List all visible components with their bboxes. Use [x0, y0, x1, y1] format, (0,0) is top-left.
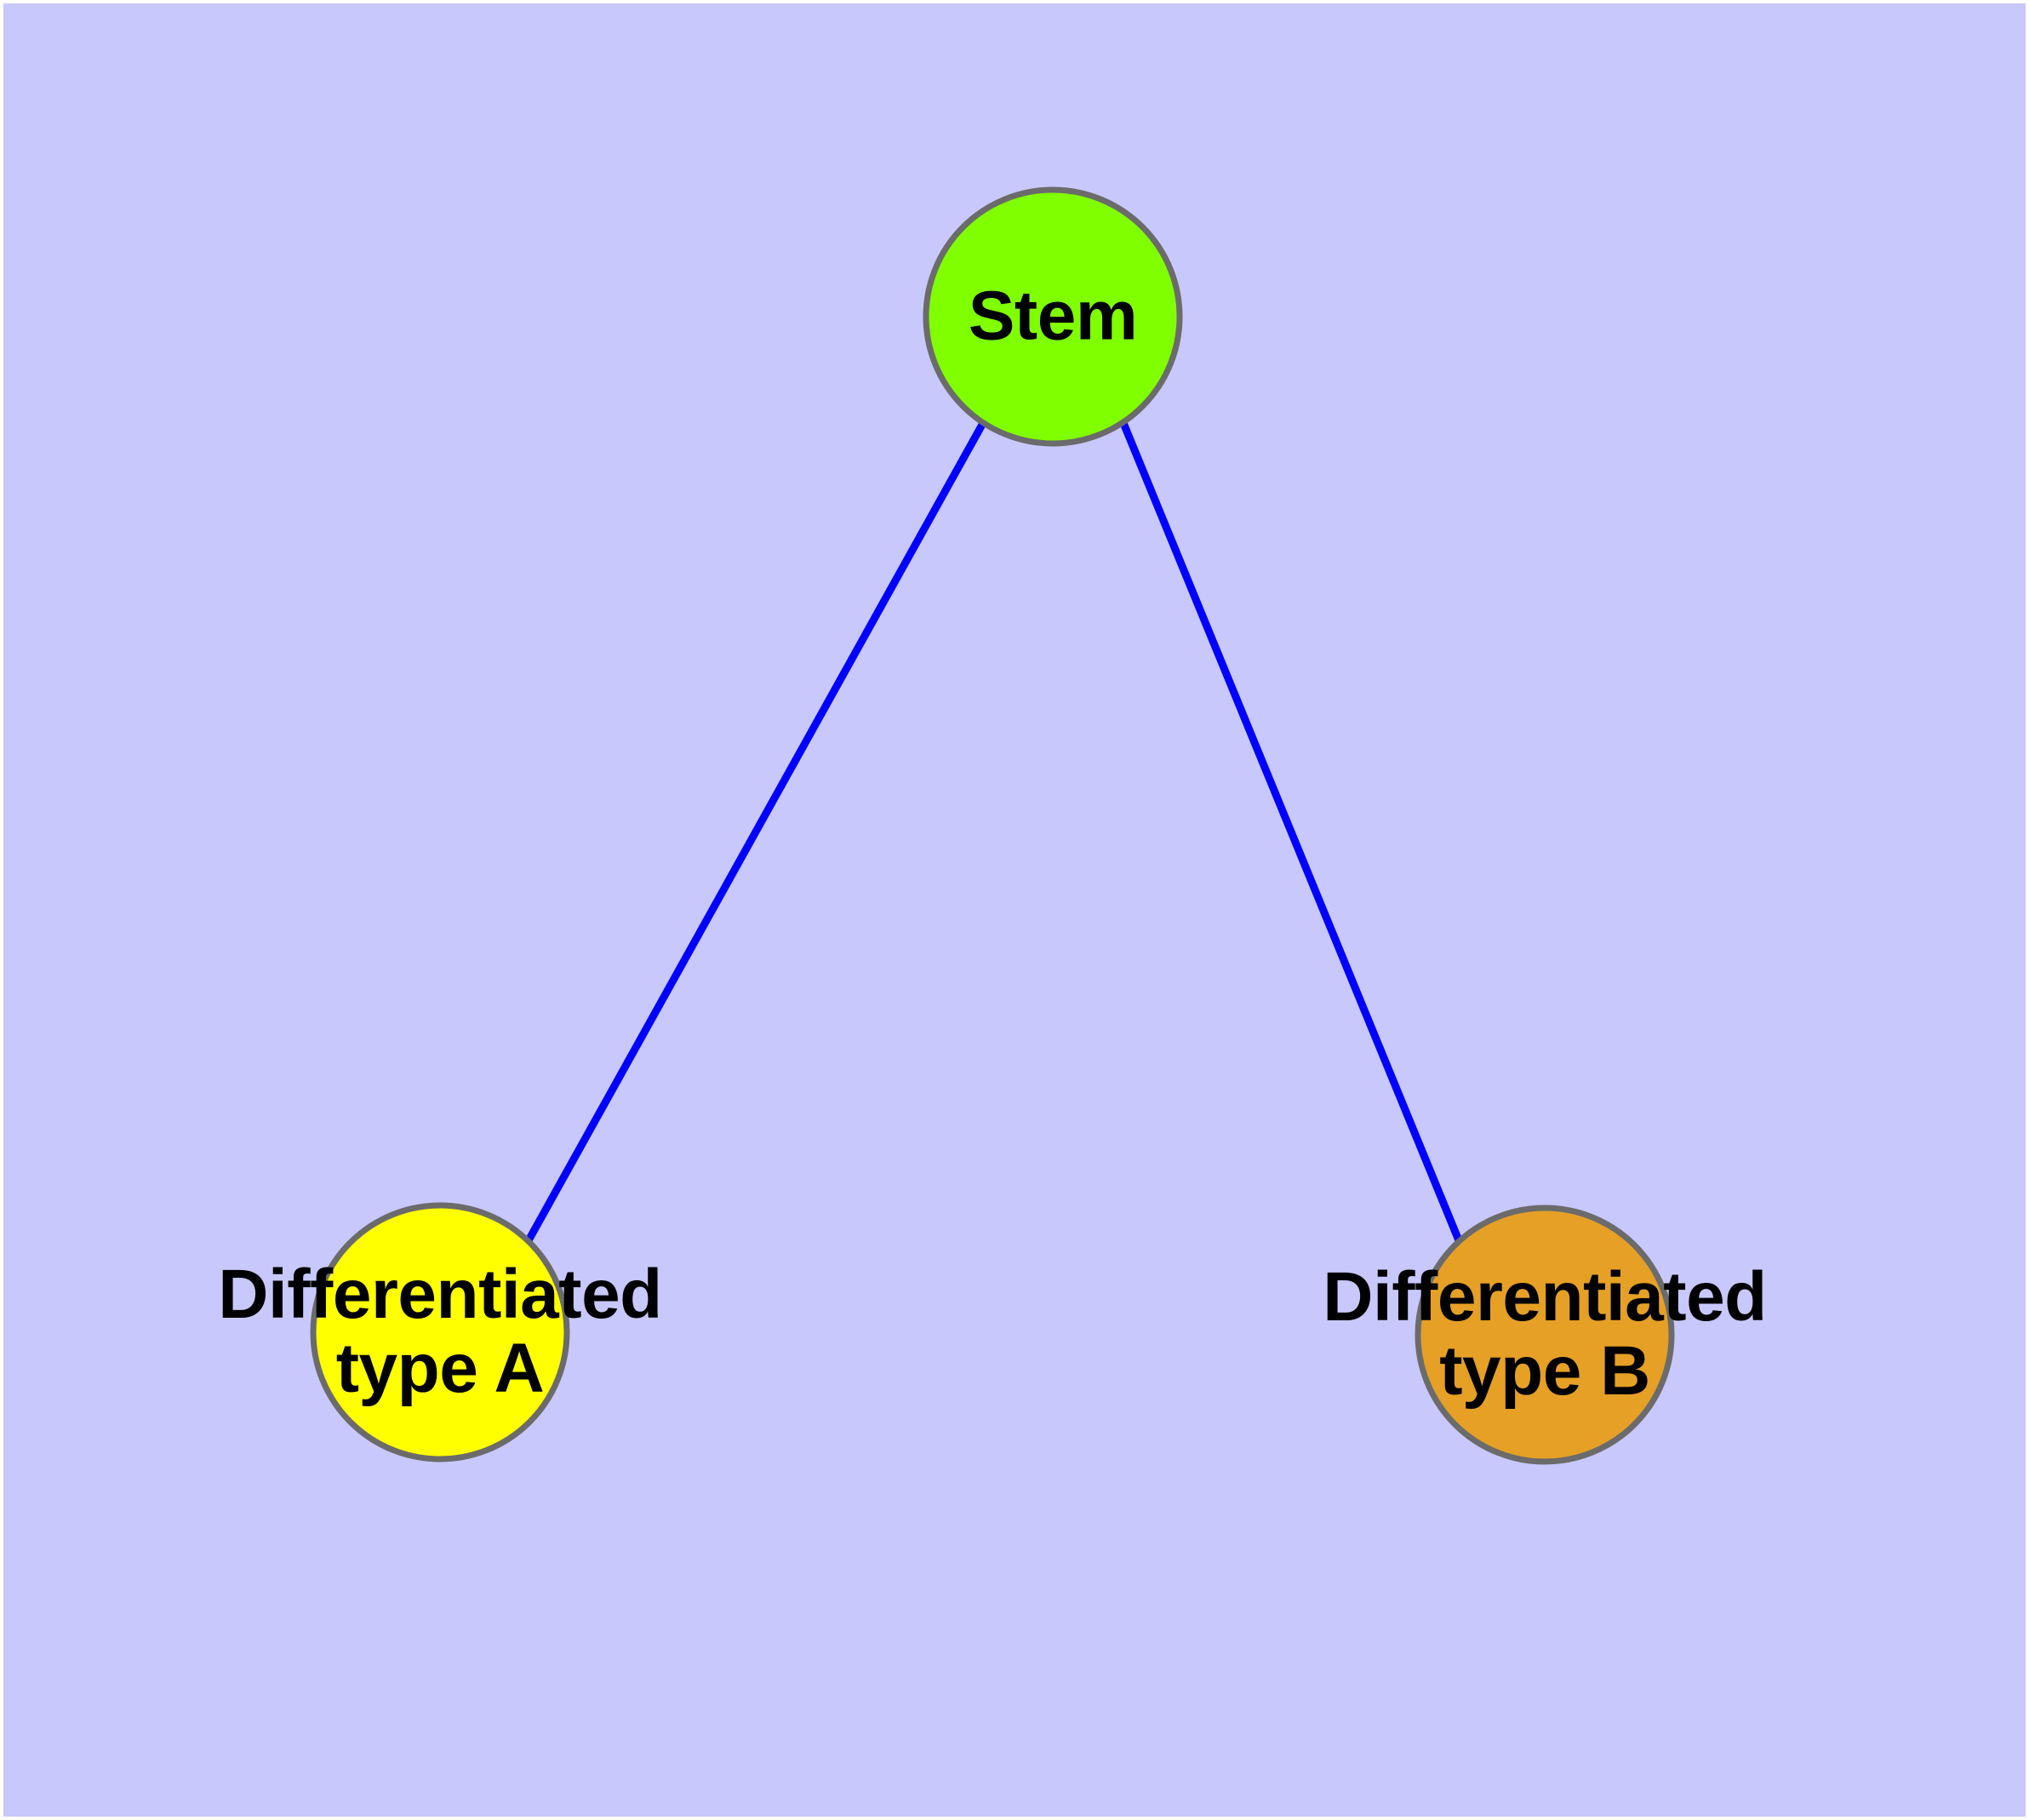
node-differentiated-type-a[interactable]	[310, 1202, 570, 1462]
edge-stem-to-differentiated-type-a[interactable]	[524, 421, 986, 1245]
nodes-group	[310, 186, 1675, 1465]
node-differentiated-type-b[interactable]	[1415, 1205, 1675, 1465]
edge-stem-to-differentiated-type-b[interactable]	[1119, 421, 1465, 1246]
node-stem[interactable]	[923, 186, 1183, 447]
edges-group	[524, 421, 1465, 1246]
